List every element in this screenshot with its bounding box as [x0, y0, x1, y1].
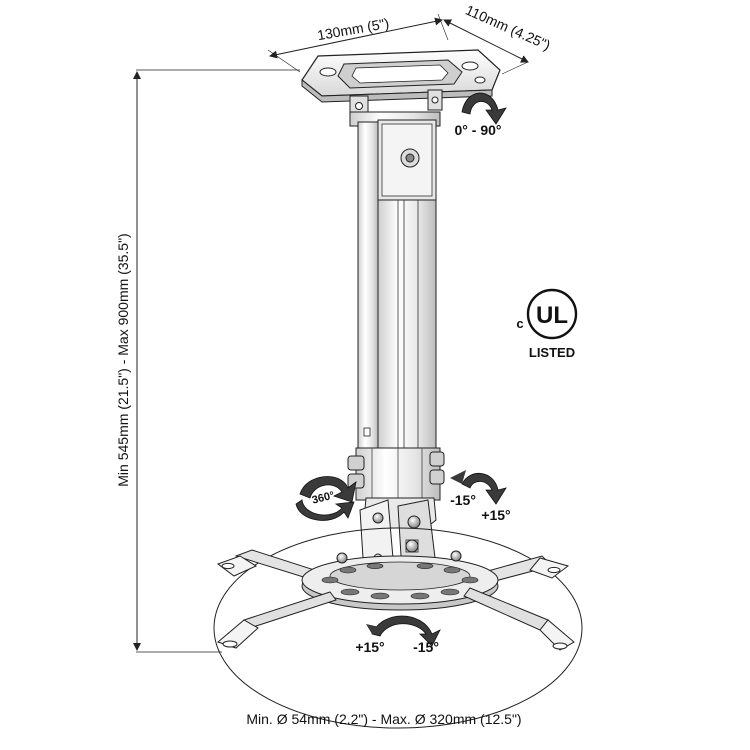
tilt-hinge — [359, 497, 437, 575]
height-dimension: Min 545mm (21.5") - Max 900mm (35.5") — [115, 69, 300, 653]
plate-depth-label: 110mm (4.25") — [463, 2, 553, 54]
ul-caption: LISTED — [529, 345, 575, 360]
ul-mark: UL — [536, 302, 568, 329]
bracket-diameter-label: Min. Ø 54mm (2.2") - Max. Ø 320mm (12.5"… — [246, 711, 521, 727]
ceiling-tilt-label: 0° - 90° — [455, 122, 502, 138]
swivel-label: 360° — [311, 490, 336, 507]
tilt-minus-label: -15° — [450, 492, 476, 508]
plate-slots — [321, 563, 479, 600]
tilt-plus-label: +15° — [481, 507, 510, 523]
tube-clamp — [347, 447, 445, 501]
swivel-arrow-icon — [295, 476, 357, 521]
roll-arrow-icon — [366, 615, 441, 647]
outer-tube — [349, 111, 441, 453]
roll-minus-label: -15° — [413, 639, 439, 655]
ul-prefix: c — [516, 316, 523, 331]
height-range-label: Min 545mm (21.5") - Max 900mm (35.5") — [115, 233, 131, 486]
tilt-arrow-icon — [450, 470, 507, 505]
bracket-base — [213, 527, 583, 729]
ul-listed-logo: UL c LISTED — [516, 288, 578, 360]
ceiling-tilt-arrow-icon — [461, 92, 507, 125]
ceiling-plate — [301, 49, 501, 119]
roll-plus-label: +15° — [355, 639, 384, 655]
